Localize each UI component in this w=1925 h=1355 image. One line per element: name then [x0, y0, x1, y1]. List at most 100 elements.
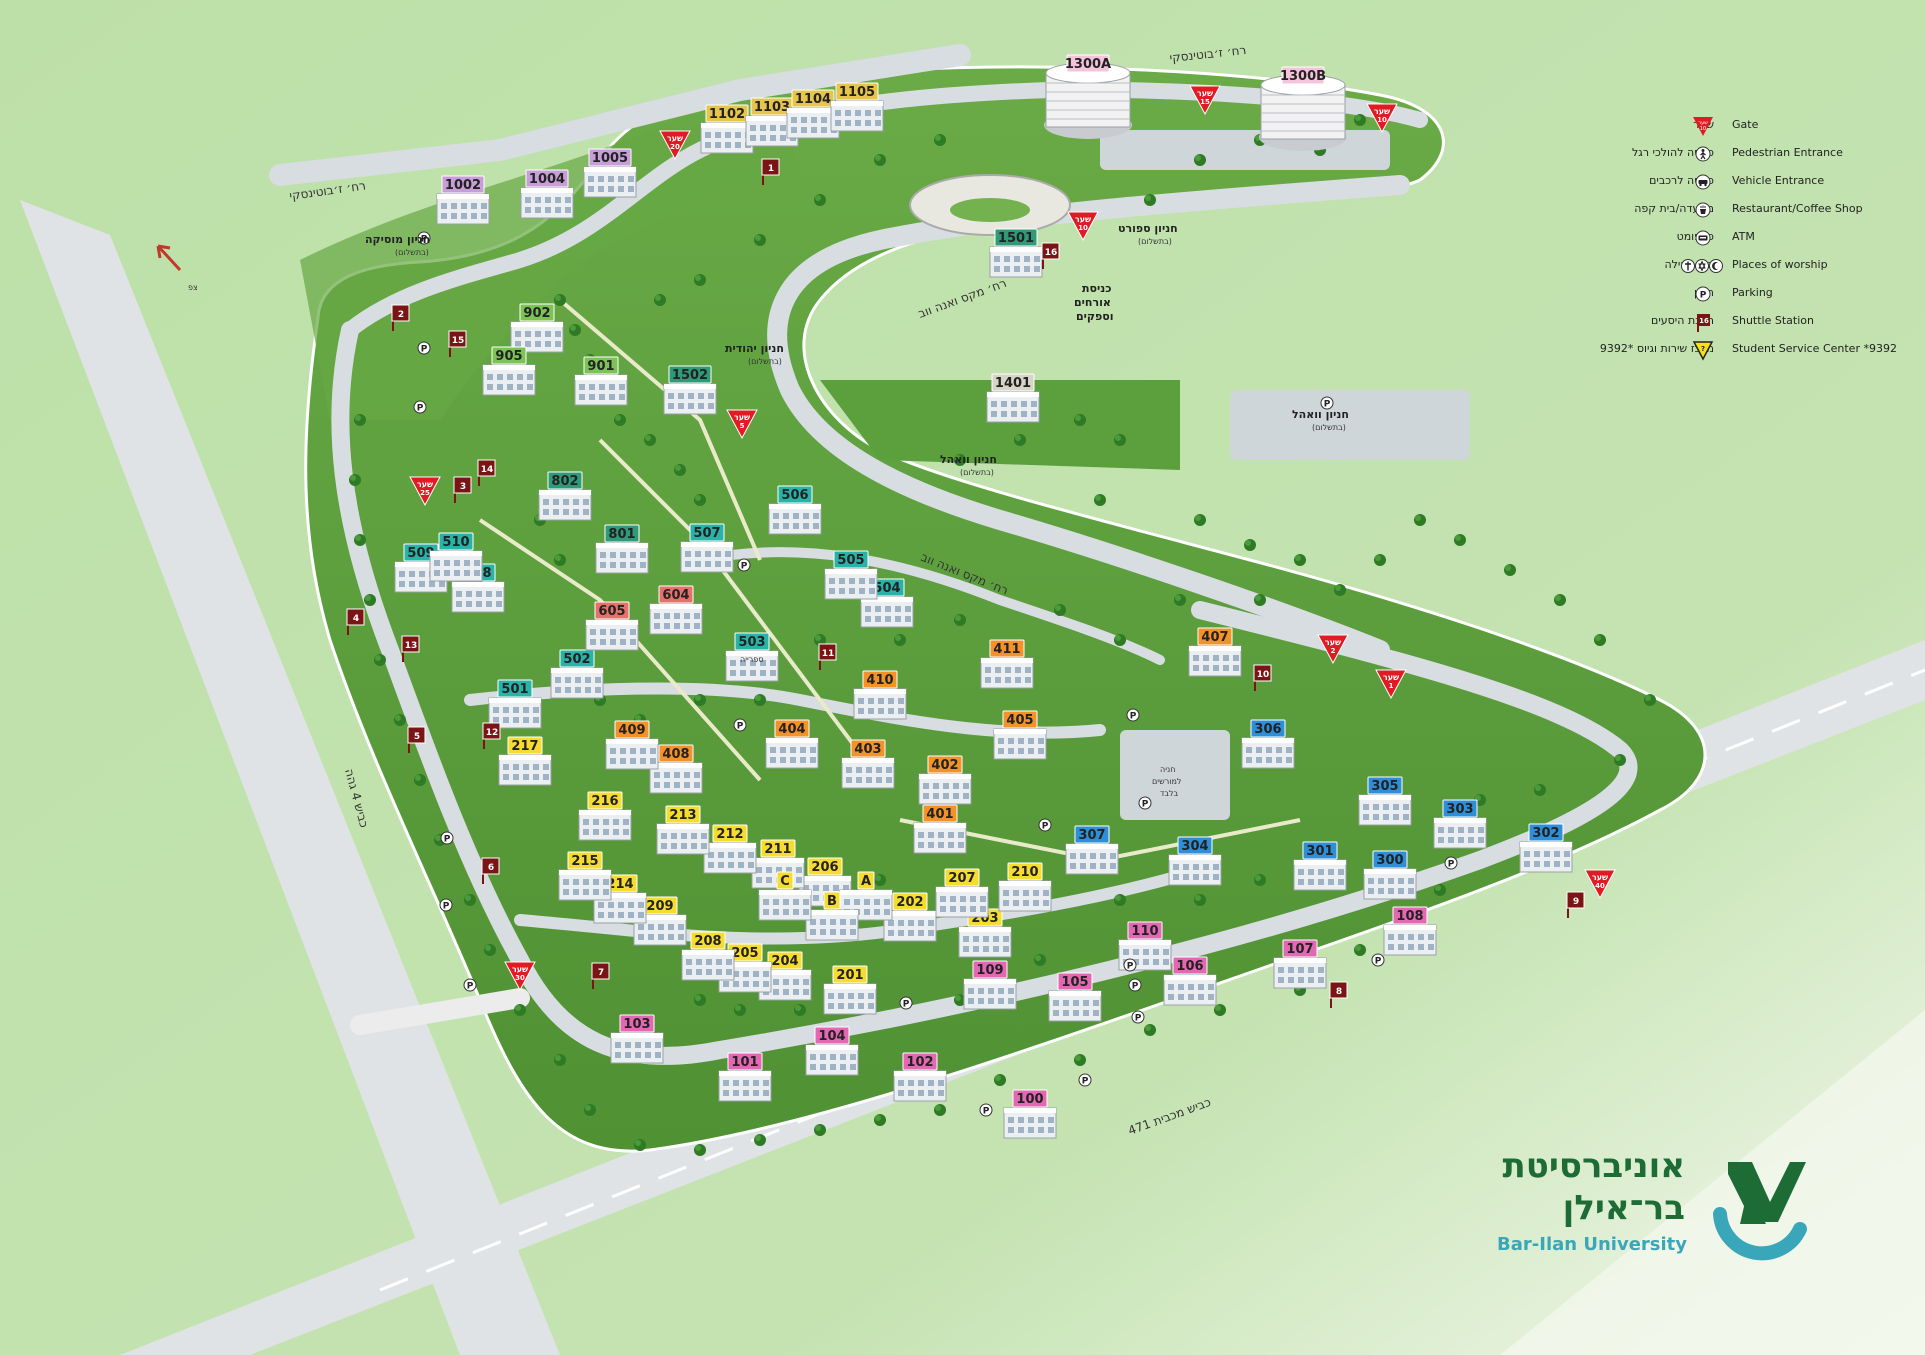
- building-307[interactable]: 307: [1065, 825, 1119, 875]
- shuttle-station-15[interactable]: 15: [448, 330, 467, 357]
- building-510[interactable]: 510: [429, 532, 483, 582]
- shuttle-station-16[interactable]: 16: [1041, 242, 1060, 269]
- building-107[interactable]: 107: [1273, 939, 1327, 989]
- building-605[interactable]: 605: [585, 601, 639, 651]
- shuttle-station-13[interactable]: 13: [401, 635, 420, 662]
- building-106[interactable]: 106: [1163, 956, 1217, 1006]
- building-window: [618, 902, 624, 908]
- building-401[interactable]: 401: [913, 804, 967, 854]
- building-b[interactable]: B: [805, 891, 859, 941]
- building-105[interactable]: 105: [1048, 972, 1102, 1022]
- building-504[interactable]: 504: [860, 578, 914, 628]
- building-window: [1256, 747, 1262, 753]
- building-108[interactable]: 108: [1383, 906, 1437, 956]
- building-302[interactable]: 302: [1519, 823, 1573, 873]
- building-801[interactable]: 801: [595, 524, 649, 574]
- building-802[interactable]: 802: [538, 471, 592, 521]
- building-404[interactable]: 404: [765, 719, 819, 769]
- building-208[interactable]: 208: [681, 931, 735, 981]
- building-201[interactable]: 201: [823, 965, 877, 1015]
- building-509[interactable]: 509: [394, 543, 448, 593]
- building-1004[interactable]: 1004: [520, 169, 574, 219]
- building-1401[interactable]: 1401: [986, 373, 1040, 423]
- building-202[interactable]: 202: [883, 892, 937, 942]
- building-503[interactable]: 503: [725, 632, 779, 682]
- building-101[interactable]: 101: [718, 1052, 772, 1102]
- building-407[interactable]: 407: [1188, 627, 1242, 677]
- building-402[interactable]: 402: [918, 755, 972, 805]
- building-216[interactable]: 216: [578, 791, 632, 841]
- building-303[interactable]: 303: [1433, 799, 1487, 849]
- building-104[interactable]: 104: [805, 1026, 859, 1076]
- building-window: [783, 523, 789, 529]
- building-403[interactable]: 403: [841, 739, 895, 789]
- building-1300b[interactable]: 1300B: [1259, 66, 1347, 151]
- building-217[interactable]: 217: [498, 736, 552, 786]
- shuttle-station-12[interactable]: 12: [482, 722, 501, 749]
- building-304[interactable]: 304: [1168, 836, 1222, 886]
- shuttle-station-10[interactable]: 10: [1253, 664, 1272, 691]
- building-300[interactable]: 300: [1363, 850, 1417, 900]
- building-roof: [559, 870, 611, 875]
- building-1105[interactable]: 1105: [830, 82, 884, 132]
- building-502[interactable]: 502: [550, 649, 604, 699]
- shuttle-station-3[interactable]: 3: [453, 476, 472, 503]
- building-507[interactable]: 507: [680, 523, 734, 573]
- building-207[interactable]: 207: [935, 868, 989, 918]
- shuttle-station-11[interactable]: 11: [818, 643, 837, 670]
- building-103[interactable]: 103: [610, 1014, 664, 1064]
- building-506[interactable]: 506: [768, 485, 822, 535]
- building-305[interactable]: 305: [1358, 776, 1412, 826]
- building-1005[interactable]: 1005: [583, 148, 637, 198]
- building-301[interactable]: 301: [1293, 841, 1347, 891]
- building-405[interactable]: 405: [993, 710, 1047, 760]
- building-901[interactable]: 901: [574, 356, 628, 406]
- building-1300a[interactable]: 1300A: [1044, 54, 1132, 139]
- shuttle-station-7[interactable]: 7: [591, 962, 610, 989]
- building-905[interactable]: 905: [482, 346, 536, 396]
- parking-icon: [1126, 708, 1140, 722]
- building-1102[interactable]: 1102: [700, 104, 754, 154]
- building-604[interactable]: 604: [649, 585, 703, 635]
- building-1104[interactable]: 1104: [786, 89, 840, 139]
- building-100[interactable]: 100: [1003, 1089, 1057, 1139]
- building-410[interactable]: 410: [853, 670, 907, 720]
- shuttle-station-4[interactable]: 4: [346, 608, 365, 635]
- building-411[interactable]: 411: [980, 639, 1034, 689]
- building-215[interactable]: 215: [558, 851, 612, 901]
- building-1002[interactable]: 1002: [436, 175, 490, 225]
- building-408[interactable]: 408: [649, 744, 703, 794]
- building-212[interactable]: 212: [703, 824, 757, 874]
- building-1501[interactable]: 1501: [989, 228, 1043, 278]
- building-window: [813, 513, 819, 519]
- building-902[interactable]: 902: [510, 303, 564, 353]
- building-306[interactable]: 306: [1241, 719, 1295, 769]
- building-204[interactable]: 204: [758, 951, 812, 1001]
- building-213[interactable]: 213: [656, 805, 710, 855]
- shuttle-station-8[interactable]: 8: [1329, 981, 1348, 1008]
- shuttle-station-14[interactable]: 14: [477, 459, 496, 486]
- building-409[interactable]: 409: [605, 720, 659, 770]
- shuttle-station-9[interactable]: 9: [1566, 891, 1585, 918]
- shuttle-station-1[interactable]: 1: [761, 158, 780, 185]
- building-109[interactable]: 109: [963, 960, 1017, 1010]
- building-210[interactable]: 210: [998, 862, 1052, 912]
- shuttle-station-5[interactable]: 5: [407, 726, 426, 753]
- shuttle-station-6[interactable]: 6: [481, 857, 500, 884]
- building-102[interactable]: 102: [893, 1052, 947, 1102]
- shuttle-station-2[interactable]: 2: [391, 304, 410, 331]
- building-number: 1104: [795, 92, 831, 107]
- building-1502[interactable]: 1502: [663, 365, 717, 415]
- building-505[interactable]: 505: [824, 550, 878, 600]
- building-c[interactable]: C: [758, 871, 812, 921]
